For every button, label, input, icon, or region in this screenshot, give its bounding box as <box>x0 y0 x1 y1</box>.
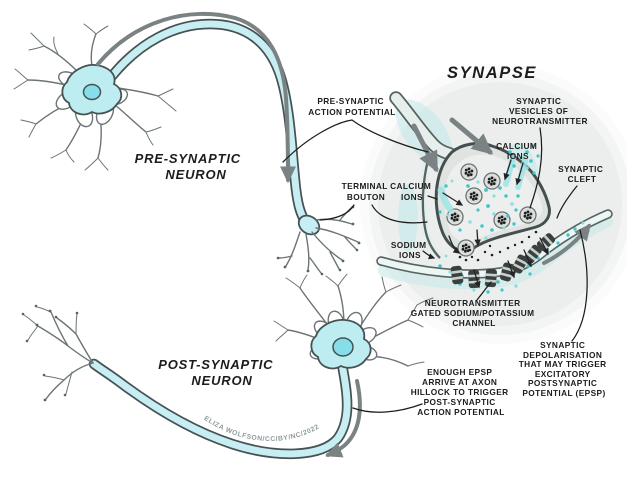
synapse-title: SYNAPSE <box>447 64 537 82</box>
pre-axon-arrow <box>96 11 296 184</box>
sodium-pointer <box>422 250 436 260</box>
cleft-left-arc <box>418 159 443 261</box>
depolarisation-pointer <box>571 229 588 342</box>
post-axon <box>88 358 353 460</box>
post-synaptic-neuron <box>21 273 434 460</box>
pre-soma <box>61 64 123 116</box>
terminal-tip-dots <box>21 304 79 402</box>
action-potential-arrows <box>411 117 591 265</box>
channel-label: NEUROTRANSMITTER GATED SODIUM/POTASSIUM … <box>411 298 537 328</box>
calcium-ions-left-label: CALCIUM IONS <box>390 181 434 202</box>
post-axon-terminals <box>21 304 94 402</box>
pre-ap-label: PRE-SYNAPTIC ACTION POTENTIAL <box>308 96 396 117</box>
pre-axon-terminals <box>276 205 361 276</box>
post-neuron-label: POST-SYNAPTIC NEURON <box>158 357 278 388</box>
synaptic-cleft-label: SYNAPTIC CLEFT <box>558 164 606 184</box>
pre-neuron-label: PRE-SYNAPTIC NEURON <box>135 151 246 182</box>
ion-flow-arrows <box>442 159 549 289</box>
epsp-pointer <box>352 403 423 413</box>
pre-axon <box>106 18 313 230</box>
synapse-detail <box>376 91 613 294</box>
pre-synaptic-neuron <box>13 11 361 276</box>
depolarisation-label: SYNAPTIC DEPOLARISATION THAT MAY TRIGGER… <box>519 340 610 398</box>
terminal-bouton-pointer <box>319 204 428 224</box>
released-neurotransmitter-dots <box>458 230 538 262</box>
sodium-ions-label: SODIUM IONS <box>391 240 429 260</box>
post-soma <box>310 319 372 370</box>
channel-pointer <box>476 281 492 301</box>
fusing-vesicle <box>457 239 475 257</box>
pre-ap-pointer <box>282 119 429 163</box>
post-nucleus <box>332 337 354 357</box>
post-axon-arrow <box>325 379 362 458</box>
cleft-pointer <box>556 185 578 219</box>
epsp-label: ENOUGH EPSP ARRIVE AT AXON HILLOCK TO TR… <box>411 367 512 417</box>
depolarisation-exit-arrow <box>542 223 591 265</box>
pointer-lines <box>282 119 588 413</box>
calcium-ions-top-label: CALCIUM IONS <box>496 141 540 161</box>
pre-nucleus <box>82 83 102 101</box>
incoming-axon <box>389 91 457 161</box>
vesicles-label: SYNAPTIC VESICLES OF NEUROTRANSMITTER <box>492 96 588 126</box>
calcium-left-pointer <box>427 195 438 200</box>
vesicles-pointer <box>529 127 543 209</box>
terminal-bouton-label: TERMINAL BOUTON <box>342 181 391 202</box>
